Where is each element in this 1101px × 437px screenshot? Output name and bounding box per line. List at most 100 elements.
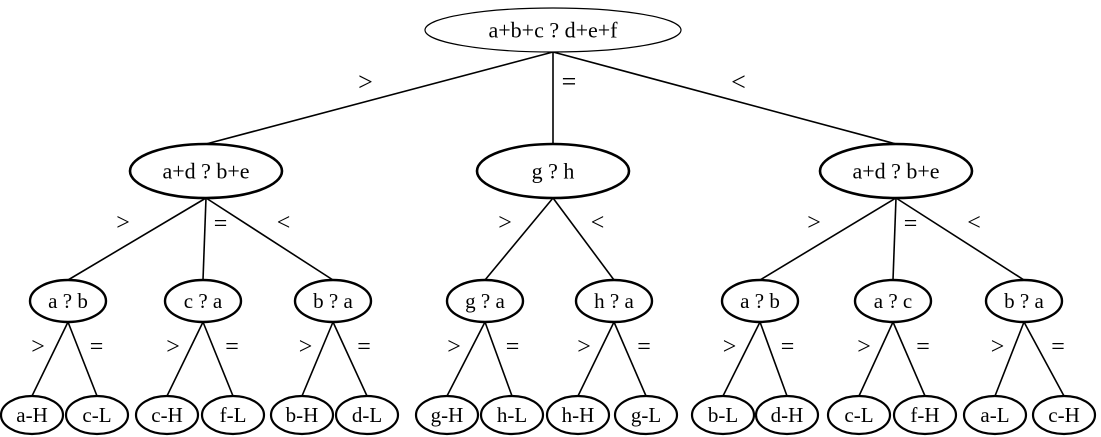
tree-edge bbox=[205, 197, 334, 281]
tree-edge bbox=[1023, 321, 1065, 397]
node-ellipse bbox=[445, 278, 525, 324]
node-ellipse bbox=[574, 278, 654, 324]
comparison-node: a ? b bbox=[720, 278, 800, 324]
tree-edge bbox=[484, 321, 513, 397]
node-label: g-H bbox=[431, 403, 464, 427]
node-ellipse bbox=[424, 7, 682, 53]
node-ellipse bbox=[690, 394, 756, 436]
tree-edge bbox=[994, 321, 1025, 397]
comparison-node: b ? a bbox=[984, 278, 1064, 324]
comparison-node: a ? b bbox=[28, 278, 108, 324]
node-label: h-H bbox=[562, 403, 595, 427]
comparison-node: c ? a bbox=[163, 278, 243, 324]
node-label: c ? a bbox=[184, 289, 223, 313]
node-label: g ? h bbox=[532, 159, 575, 184]
node-ellipse bbox=[545, 394, 611, 436]
edge-symbol: > bbox=[358, 68, 373, 97]
tree-edge bbox=[892, 197, 897, 281]
edge-symbol: > bbox=[577, 334, 591, 360]
node-ellipse bbox=[0, 394, 65, 436]
tree-edge bbox=[759, 321, 788, 397]
root-node: a+b+c ? d+e+f bbox=[424, 7, 682, 53]
node-ellipse bbox=[818, 142, 974, 200]
tree-edge bbox=[67, 197, 207, 281]
node-ellipse bbox=[293, 278, 373, 324]
edge-symbol: > bbox=[807, 210, 821, 236]
node-label: b ? a bbox=[1004, 289, 1044, 313]
edge-symbol: > bbox=[498, 210, 512, 236]
comparison-node: b ? a bbox=[293, 278, 373, 324]
edge-symbol: = bbox=[904, 211, 918, 237]
tree-edge bbox=[484, 197, 554, 281]
node-label: a+b+c ? d+e+f bbox=[488, 18, 618, 43]
comparison-node: a+d ? b+e bbox=[818, 142, 974, 200]
leaf-node: b-L bbox=[690, 394, 756, 436]
tree-edge bbox=[577, 321, 615, 397]
node-ellipse bbox=[134, 394, 200, 436]
edge-symbol: < bbox=[591, 210, 605, 236]
edge-symbol: = bbox=[637, 334, 651, 360]
leaf-node: d-L bbox=[334, 394, 400, 436]
edge-symbol: = bbox=[225, 334, 239, 360]
comparison-node: g ? a bbox=[445, 278, 525, 324]
node-label: c-H bbox=[1048, 403, 1079, 427]
node-label: g ? a bbox=[465, 289, 505, 313]
tree-edge bbox=[895, 197, 1025, 281]
node-ellipse bbox=[1031, 394, 1097, 436]
tree-edge bbox=[552, 197, 615, 281]
tree-edge bbox=[759, 197, 897, 281]
node-ellipse bbox=[414, 394, 480, 436]
tree-edges bbox=[31, 51, 1065, 397]
leaf-node: c-L bbox=[64, 394, 130, 436]
node-label: f-L bbox=[220, 403, 247, 427]
edge-symbol: = bbox=[214, 211, 228, 237]
node-label: d-H bbox=[771, 403, 804, 427]
node-ellipse bbox=[200, 394, 266, 436]
comparison-node: a ? c bbox=[853, 278, 933, 324]
node-label: c-L bbox=[844, 403, 873, 427]
node-ellipse bbox=[826, 394, 892, 436]
tree-edge bbox=[166, 321, 204, 397]
edge-symbol: < bbox=[967, 210, 981, 236]
node-ellipse bbox=[334, 394, 400, 436]
node-label: b-L bbox=[708, 403, 738, 427]
edge-symbol: = bbox=[916, 334, 930, 360]
tree-edge bbox=[446, 321, 486, 397]
node-label: h ? a bbox=[594, 289, 634, 313]
node-label: b-H bbox=[286, 403, 319, 427]
edge-symbol: > bbox=[723, 334, 737, 360]
node-label: c-L bbox=[82, 403, 111, 427]
node-ellipse bbox=[479, 394, 545, 436]
tree-edge bbox=[613, 321, 647, 397]
leaf-node: h-L bbox=[479, 394, 545, 436]
edge-symbol: > bbox=[116, 210, 130, 236]
tree-edge bbox=[858, 321, 894, 397]
edge-symbol: > bbox=[991, 334, 1005, 360]
edge-symbol: > bbox=[31, 334, 45, 360]
node-ellipse bbox=[853, 278, 933, 324]
tree-edge bbox=[301, 321, 334, 397]
leaf-node: a-H bbox=[0, 394, 65, 436]
edge-symbol: > bbox=[299, 334, 313, 360]
tree-edge bbox=[202, 197, 207, 281]
leaf-node: c-H bbox=[1031, 394, 1097, 436]
leaf-node: f-L bbox=[200, 394, 266, 436]
edge-symbol: = bbox=[90, 334, 104, 360]
node-ellipse bbox=[613, 394, 679, 436]
edge-symbol: > bbox=[447, 334, 461, 360]
node-ellipse bbox=[163, 278, 243, 324]
tree-edge bbox=[892, 321, 926, 397]
node-label: b ? a bbox=[313, 289, 353, 313]
tree-edge bbox=[722, 321, 761, 397]
node-ellipse bbox=[269, 394, 335, 436]
node-ellipse bbox=[720, 278, 800, 324]
comparison-node: h ? a bbox=[574, 278, 654, 324]
leaf-node: a-L bbox=[962, 394, 1028, 436]
node-label: a ? b bbox=[740, 289, 780, 313]
leaf-node: h-H bbox=[545, 394, 611, 436]
node-label: a-L bbox=[980, 403, 1009, 427]
tree-edge bbox=[31, 321, 69, 397]
leaf-node: c-L bbox=[826, 394, 892, 436]
comparison-node: a+d ? b+e bbox=[128, 142, 284, 200]
